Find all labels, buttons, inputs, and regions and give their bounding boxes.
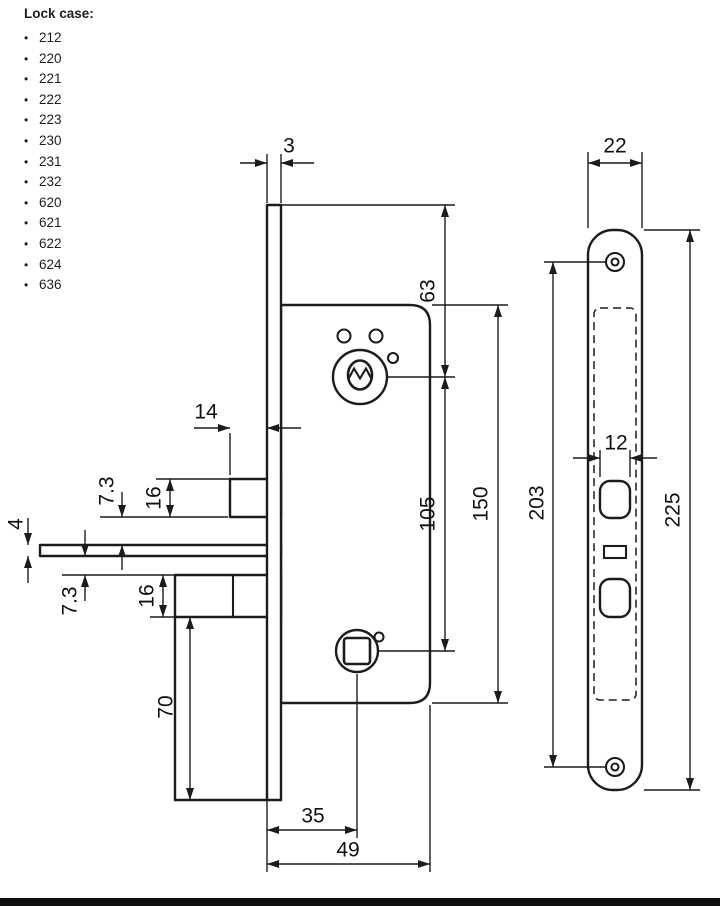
strip-slot — [602, 544, 628, 560]
dim-label-faceplate-length: 225 — [662, 492, 685, 527]
dim-label-deadbolt-height: 16 — [136, 584, 159, 607]
auxiliary-strip — [38, 543, 283, 558]
latch-opening — [598, 479, 632, 520]
lock-model-item: • 624 — [24, 255, 94, 276]
spindle-follower — [334, 628, 380, 674]
front-view-dimensions: 22 12 203 225 — [526, 135, 700, 791]
bullet-icon: • — [24, 133, 29, 148]
lock-model-item: • 621 — [24, 213, 94, 234]
bullet-icon: • — [24, 72, 29, 87]
bullet-icon: • — [24, 31, 29, 45]
dim-label-screw-hole-distance: 203 — [526, 485, 549, 520]
dim-label-strip-thickness: 4 — [5, 518, 28, 530]
deadbolt — [173, 573, 283, 619]
dim-label-faceplate-width: 22 — [603, 135, 626, 158]
lock-body-hidden-outline — [593, 307, 637, 701]
lock-model-label: 212 — [39, 30, 62, 45]
dim-label-case-depth: 49 — [336, 839, 359, 862]
lock-model-item: • 212 — [24, 28, 94, 49]
dim-label-latch-protrusion: 14 — [194, 401, 218, 424]
cylinder-screw-hole — [386, 351, 400, 365]
bullet-icon: • — [24, 278, 29, 293]
bullet-icon: • — [24, 154, 29, 169]
lock-model-item: • 222 — [24, 90, 94, 111]
dim-label-latch-opening-width: 12 — [604, 432, 627, 455]
lock-model-item: • 223 — [24, 110, 94, 131]
deadbolt-opening — [598, 577, 632, 619]
cylinder-profile — [346, 359, 374, 391]
lock-model-label: 231 — [39, 153, 62, 169]
spindle-screw-hole — [373, 631, 385, 643]
faceplate-front — [586, 228, 644, 792]
dim-label-latch-height: 16 — [143, 486, 166, 509]
lock-model-item: • 230 — [24, 131, 94, 152]
side-view — [38, 203, 432, 802]
lock-case-list-title: Lock case: — [24, 6, 94, 21]
lock-model-item: • 636 — [24, 275, 94, 296]
bullet-icon: • — [24, 257, 29, 272]
lock-case-list: Lock case: • 212 • 220 • 221 • 222 • 223 • 230… — [24, 6, 94, 296]
page-bottom-border — [0, 898, 720, 906]
lock-model-label: 232 — [39, 174, 62, 190]
dim-label-lower-plate-length: 70 — [155, 695, 178, 718]
dim-label-faceplate-thickness: 3 — [283, 135, 295, 158]
front-view — [586, 228, 644, 792]
lock-model-item: • 620 — [24, 193, 94, 214]
screw-hole-top-inner — [610, 257, 620, 267]
lock-model-label: 636 — [39, 277, 62, 293]
lock-model-item: • 231 — [24, 152, 94, 173]
bullet-icon: • — [24, 113, 29, 128]
lock-model-label: 223 — [39, 112, 62, 128]
dim-label-top-to-cylinder: 63 — [417, 279, 440, 302]
dim-label-deadbolt-offset: 7.3 — [59, 586, 82, 615]
forend-faceplate — [265, 203, 283, 802]
lock-model-label: 230 — [39, 132, 62, 148]
lock-model-label: 622 — [39, 235, 62, 251]
side-view-dimensions: 3 14 7.3 16 4 7.3 — [5, 135, 508, 872]
dim-label-backset: 35 — [301, 805, 324, 828]
lock-model-label: 221 — [39, 71, 62, 87]
lock-model-item: • 622 — [24, 234, 94, 255]
lock-model-item: • 220 — [24, 49, 94, 70]
bullet-icon: • — [24, 216, 29, 231]
lock-model-label: 222 — [39, 91, 62, 107]
fixing-hole-right — [368, 328, 384, 344]
dim-label-cylinder-to-spindle: 105 — [417, 496, 440, 531]
cylinder-hole — [331, 348, 389, 406]
lock-model-item: • 221 — [24, 69, 94, 90]
bullet-icon: • — [24, 51, 29, 66]
lock-model-label: 220 — [39, 50, 62, 66]
bullet-icon: • — [24, 195, 29, 210]
spindle-square-hole — [342, 636, 372, 666]
lock-model-label: 624 — [39, 256, 62, 272]
lower-bracket-outline — [173, 617, 267, 802]
cylinder-profile-wave — [347, 366, 373, 381]
dim-label-case-height: 150 — [470, 486, 493, 521]
bullet-icon: • — [24, 92, 29, 107]
lock-model-label: 621 — [39, 215, 62, 231]
bullet-icon: • — [24, 236, 29, 251]
bullet-icon: • — [24, 175, 29, 190]
lock-model-label: 620 — [39, 194, 62, 210]
screw-hole-bottom-inner — [610, 762, 620, 772]
lock-model-item: • 232 — [24, 172, 94, 193]
dim-label-latch-offset: 7.3 — [96, 476, 119, 505]
fixing-hole-left — [336, 328, 352, 344]
lock-body-outline — [279, 303, 432, 705]
